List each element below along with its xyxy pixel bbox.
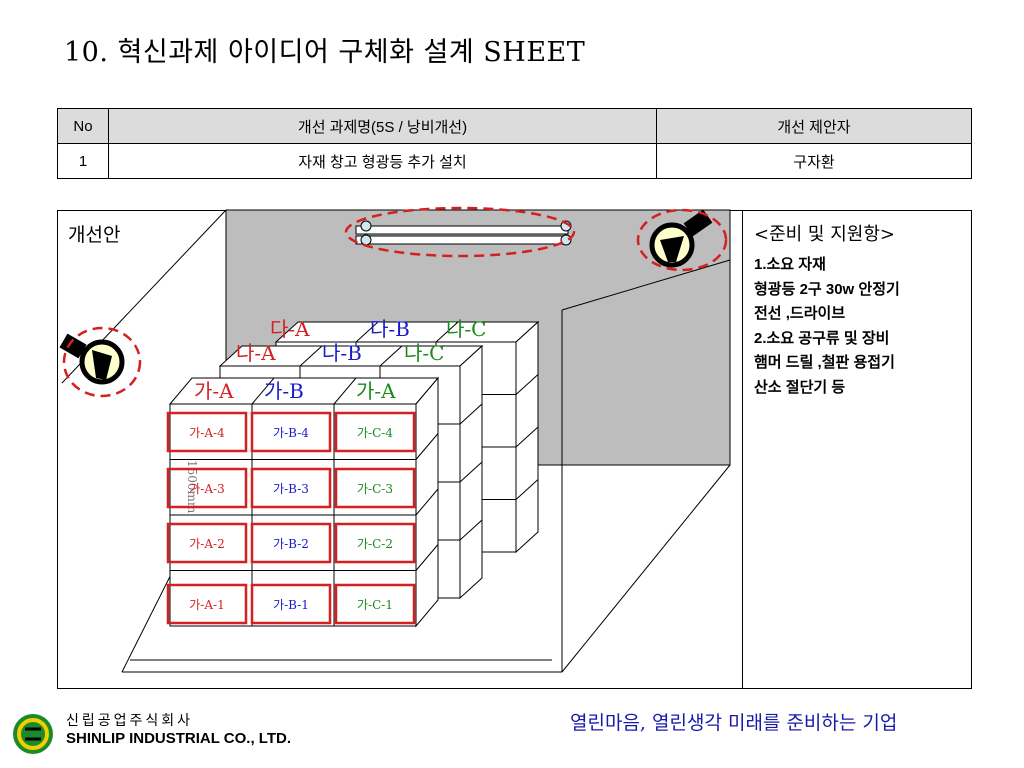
front-label-c: 가-A [356,379,396,403]
rack-shelf-side-line [415,433,439,460]
support-heading: <준비 및 지원항> [754,224,895,245]
lightbulb-icon [59,326,142,398]
mid-label-b: 나-B [322,341,362,365]
shelf-cell-label: 가-A-2 [189,537,224,551]
support-line: 형광등 2구 30w 안정기 [754,280,900,298]
shelf-cell-label: 가-C-2 [357,537,393,551]
company-logo-icon [13,714,53,754]
tube-end-icon [360,234,372,246]
height-dimension: 1500mm [185,460,199,514]
floor-edge-right [561,464,731,673]
rack-shelf-side-line [415,544,439,571]
shelf-cell-box [166,467,248,509]
header-task-name: 개선 과제명(5S / 낭비개선) [108,108,657,144]
rack-shelf-side-line [515,426,539,448]
company-name-korean: 신립공업주식회사 [66,712,194,728]
ceiling-edge-right [561,259,731,311]
cell-task-name: 자재 창고 형광등 추가 설치 [108,143,657,179]
shelf-cell-box [334,411,416,453]
shelf-cell-label: 가-A-1 [189,598,224,612]
rack-shelf-side-line [415,488,439,516]
shelf-cell-box [166,411,248,453]
tube-end-icon [560,234,572,246]
back-label-a: 다-A [270,317,310,341]
rack-shelf-side-line [515,479,539,500]
tube-end-icon [360,220,372,232]
lightbulb-icon [636,208,728,272]
rack-shelf-side-line [459,403,483,425]
back-label-b: 다-B [370,317,410,341]
plan-label: 개선안 [68,224,121,246]
rack-shelf-side-line [515,374,539,395]
shelf-cell-box [250,411,332,453]
rack-top-divider [355,321,379,343]
rack-top-divider [299,345,323,367]
rack-top-divider [333,377,357,405]
shelf-cell-label: 가-A-3 [189,482,224,496]
mid-label-a: 나-A [236,341,276,365]
header-no: No [57,108,109,144]
shelf-cell-box [166,522,248,564]
support-line: 햄머 드릴 ,철판 용접기 [754,354,895,371]
shelf-cell-box [334,583,416,625]
cell-proposer: 구자환 [656,143,972,179]
front-label-b: 가-B [264,379,304,403]
shelf-cell-box [250,583,332,625]
shelf-cell-box [166,583,248,625]
shelf-cell-label: 가-B-3 [273,482,309,496]
support-line: 산소 절단기 등 [754,378,846,396]
company-name-english: SHINLIP INDUSTRIAL CO., LTD. [66,730,292,747]
front-label-a: 가-A [194,379,234,403]
rack-row-front [168,376,440,628]
shelf-cell-label: 가-C-3 [357,482,393,496]
shelf-cell-label: 가-C-4 [357,426,393,440]
back-label-c: 다-C [446,317,486,341]
support-line: 전선 ,드라이브 [754,305,846,322]
rack-top-divider [251,377,275,405]
shelf-cell-label: 가-B-4 [273,426,309,440]
shelf-cell-box [334,467,416,509]
fluorescent-tube-top [355,225,569,235]
rack-shelf-side-line [459,519,483,541]
shelf-cell-labels: 가-A-4 가-B-4 가-C-4 가-A-3 가-B-3 가-C-3 가-A-2 가-B-2… [166,411,416,625]
rack-top-divider [379,345,403,367]
company-slogan: 열린마음, 열린생각 미래를 준비하는 기업 [570,712,898,734]
shelf-cell-label: 가-A-4 [189,426,225,440]
project-table: No 개선 과제명(5S / 낭비개선) 개선 제안자 1 자재 창고 형광등 … [57,108,972,179]
support-panel [742,210,972,689]
rack-top-divider [435,321,459,343]
shelf-cell-label: 가-B-1 [273,598,309,612]
page-title: 10. 혁신과제 아이디어 구체화 설계 SHEET [64,37,586,68]
support-line: 2.소요 공구류 및 장비 [754,329,890,347]
shelf-cell-label: 가-B-2 [273,537,309,551]
shelf-cell-box [334,522,416,564]
shelf-cell-label: 가-C-1 [357,598,393,612]
shelf-cell-box [250,467,332,509]
rack-shelf-side-line [459,461,483,483]
support-line: 1.소요 자재 [754,256,826,273]
mid-label-c: 나-C [404,341,444,365]
highlight-ring [344,206,576,258]
shelf-cell-box [250,522,332,564]
table-row: 1 자재 창고 형광등 추가 설치 구자환 [57,143,972,179]
fluorescent-tube-bottom [355,235,569,245]
header-proposer: 개선 제안자 [656,108,972,144]
support-list: 1.소요 자재 형광등 2구 30w 안정기 전선 ,드라이브 2.소요 공구류… [754,253,900,400]
